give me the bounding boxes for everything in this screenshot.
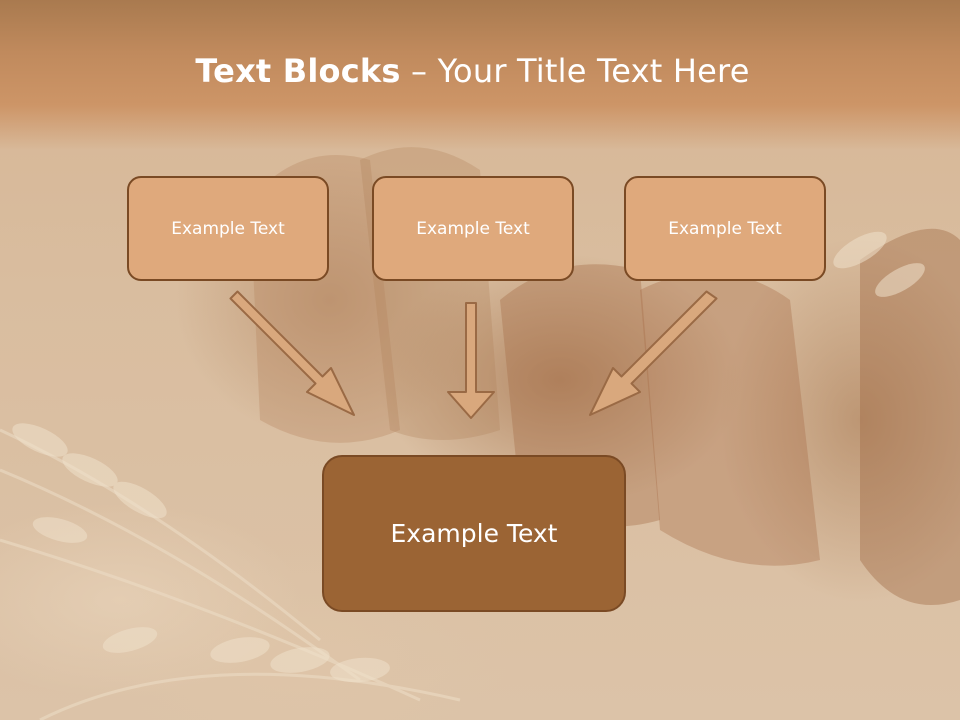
main-text-block-label: Example Text <box>390 519 558 548</box>
slide-title: Text Blocks – Your Title Text Here <box>0 52 945 90</box>
arrow-down-right-icon <box>229 290 355 416</box>
title-rest: Your Title Text Here <box>437 52 750 90</box>
text-block-3-label: Example Text <box>668 218 782 239</box>
title-band <box>0 0 960 150</box>
main-text-block[interactable]: Example Text <box>322 455 626 612</box>
text-block-1-label: Example Text <box>171 218 285 239</box>
arrow-down-left-icon <box>589 290 718 416</box>
title-separator: – <box>400 52 438 90</box>
text-block-2[interactable]: Example Text <box>372 176 574 281</box>
text-block-2-label: Example Text <box>416 218 530 239</box>
arrow-down-icon <box>447 302 495 419</box>
text-block-3[interactable]: Example Text <box>624 176 826 281</box>
title-bold: Text Blocks <box>195 52 401 90</box>
text-block-1[interactable]: Example Text <box>127 176 329 281</box>
